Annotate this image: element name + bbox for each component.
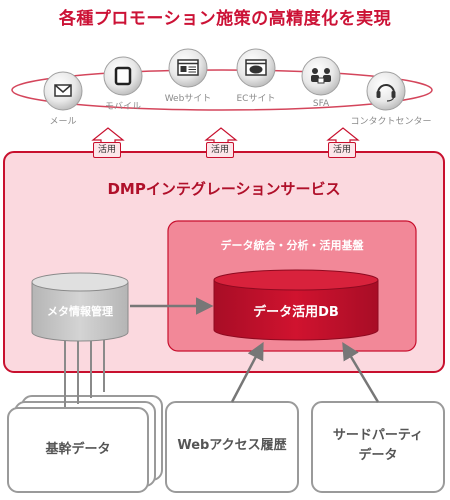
ec-site-icon xyxy=(236,48,276,88)
channel-mail xyxy=(43,71,83,111)
use-badge-center: 活用 xyxy=(206,142,235,158)
third-party-to-db-arrow xyxy=(342,341,380,403)
data-db-cylinder xyxy=(213,269,379,341)
dmp-service-title: DMPインテグレーションサービス xyxy=(107,180,341,198)
core-data-box xyxy=(7,407,149,493)
sfa-icon xyxy=(301,56,341,96)
channel-label-website: Webサイト xyxy=(164,94,212,104)
headset-icon xyxy=(366,71,406,111)
mobile-icon xyxy=(103,56,143,96)
third-party-label-line1: サードパーティ xyxy=(332,428,424,443)
web-to-db-arrow xyxy=(230,341,264,403)
channel-mobile xyxy=(103,56,143,96)
channel-label-sfa: SFA xyxy=(312,99,330,109)
use-badge-right: 活用 xyxy=(328,142,357,158)
page-title: 各種プロモーション施策の高精度化を実現 xyxy=(58,9,392,29)
channel-sfa xyxy=(301,56,341,96)
channel-website xyxy=(168,48,208,88)
db-label: データ活用DB xyxy=(253,305,339,320)
meta-links xyxy=(64,338,105,410)
mail-icon xyxy=(43,71,83,111)
channel-label-contact-center: コンタクトセンター xyxy=(350,117,432,127)
meta-label: メタ情報管理 xyxy=(47,305,113,318)
core-platform-title: データ統合・分析・活用基盤 xyxy=(220,239,364,252)
channel-ring xyxy=(11,69,433,111)
website-icon xyxy=(168,48,208,88)
channel-contact-center xyxy=(366,71,406,111)
third-party-label-line2: データ xyxy=(358,448,398,463)
channel-label-ec-site: ECサイト xyxy=(236,94,276,104)
core-data-label: 基幹データ xyxy=(45,442,111,457)
web-history-label: Webアクセス履歴 xyxy=(177,438,287,453)
channel-ec-site xyxy=(236,48,276,88)
channel-label-mobile: モバイル xyxy=(104,102,141,112)
use-badge-left: 活用 xyxy=(93,142,122,158)
channel-label-mail: メール xyxy=(49,117,77,127)
meta-cylinder xyxy=(31,272,129,342)
